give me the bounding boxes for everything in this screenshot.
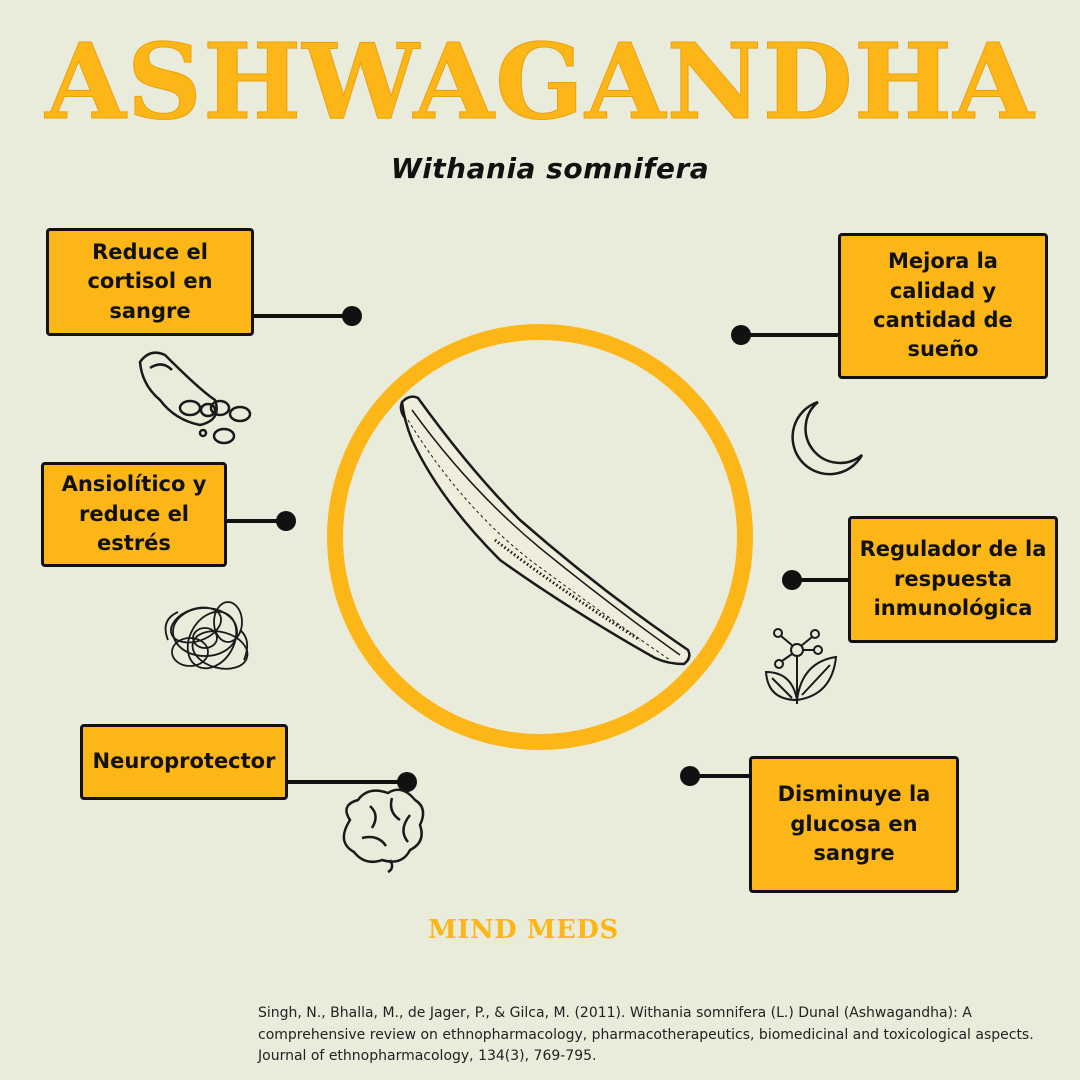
connector-dot-sleep — [731, 325, 751, 345]
connector-dot-anxiolytic — [276, 511, 296, 531]
connector-immune — [792, 578, 854, 582]
brain-icon — [342, 788, 425, 874]
page-title: ASHWAGANDHA — [45, 20, 1035, 144]
molecule-leaf-icon — [764, 628, 838, 704]
benefit-immune: Regulador de la respuesta inmunológica — [848, 516, 1058, 643]
connector-dot-neuro — [397, 772, 417, 792]
connector-dot-glucose — [680, 766, 700, 786]
brand-name: MIND MEDS — [428, 915, 619, 945]
page-subtitle: Withania somnifera — [390, 152, 710, 185]
benefit-neuro: Neuroprotector — [80, 724, 288, 800]
root-icon — [399, 395, 691, 666]
connector-sleep — [742, 333, 842, 337]
benefit-cortisol: Reduce el cortisol en sangre — [46, 228, 254, 336]
moon-icon — [791, 400, 864, 476]
benefit-sleep: Mejora la calidad y cantidad de sueño — [838, 233, 1048, 379]
tangled-scribble-icon — [164, 601, 249, 670]
benefit-anxiolytic: Ansiolítico y reduce el estrés — [41, 462, 227, 567]
connector-neuro — [284, 780, 406, 784]
citation-text: Singh, N., Bhalla, M., de Jager, P., & G… — [258, 1005, 1034, 1065]
connector-anxiolytic — [218, 519, 288, 523]
blood-cells-icon — [138, 351, 252, 445]
connector-dot-immune — [782, 570, 802, 590]
connector-glucose — [690, 774, 798, 778]
connector-dot-cortisol — [342, 306, 362, 326]
benefit-glucose: Disminuye la glucosa en sangre — [749, 756, 959, 893]
connector-cortisol — [230, 314, 350, 318]
